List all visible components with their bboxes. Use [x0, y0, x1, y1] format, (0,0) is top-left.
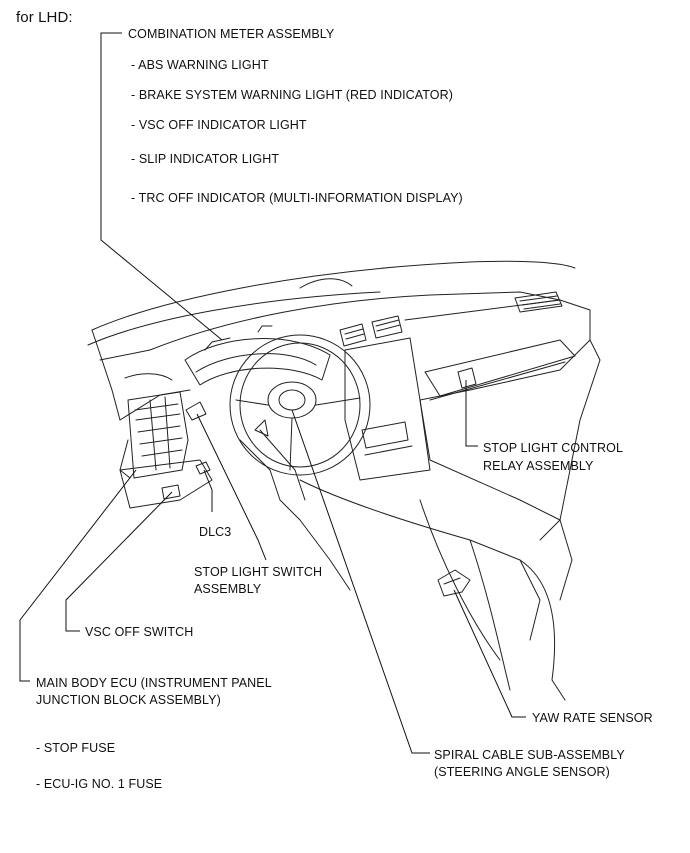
steering-column — [239, 439, 351, 591]
trc-off-indicator-label: - TRC OFF INDICATOR (MULTI-INFORMATION D… — [131, 191, 463, 205]
leader-yaw-rate-sensor — [453, 589, 526, 718]
spiral-cable-label-line2: (STEERING ANGLE SENSOR) — [434, 765, 610, 779]
leader-spiral-cable — [291, 409, 430, 754]
stop-light-relay-body — [457, 367, 477, 389]
stop-fuse-label: - STOP FUSE — [36, 741, 116, 755]
leader-dlc3 — [203, 469, 213, 512]
junction-block — [127, 391, 189, 479]
diagram-subtitle: for LHD: — [16, 9, 73, 26]
vsc-off-indicator-label: - VSC OFF INDICATOR LIGHT — [131, 118, 307, 132]
steering-wheel-outer — [229, 334, 371, 476]
meter-hood — [184, 338, 331, 386]
combination-meter-label: COMBINATION METER ASSEMBLY — [128, 27, 335, 41]
stop-light-control-label-line2: RELAY ASSEMBLY — [483, 459, 594, 473]
leader-main-body-ecu — [19, 469, 137, 682]
leader-stop-light-relay — [465, 380, 478, 447]
vsc-off-switch-body — [161, 484, 181, 500]
center-vent-right — [371, 315, 403, 339]
glove-box — [424, 339, 576, 397]
spiral-cable-label-line1: SPIRAL CABLE SUB-ASSEMBLY — [434, 748, 625, 762]
vsc-off-switch-label: VSC OFF SWITCH — [85, 625, 194, 639]
leader-vsc-off-switch — [65, 491, 173, 632]
steering-hub — [267, 381, 317, 419]
stop-light-control-label-line1: STOP LIGHT CONTROL — [483, 441, 624, 455]
leader-stop-light-switch — [196, 413, 267, 561]
center-console — [344, 337, 431, 481]
center-vent-left — [339, 323, 367, 347]
ecu-ig-fuse-label: - ECU-IG NO. 1 FUSE — [36, 777, 163, 791]
right-vent — [514, 291, 563, 313]
main-body-ecu-label-line1: MAIN BODY ECU (INSTRUMENT PANEL — [36, 676, 272, 690]
yaw-rate-sensor-label: YAW RATE SENSOR — [532, 711, 653, 725]
stop-light-switch-label-line2: ASSEMBLY — [194, 582, 262, 596]
slip-indicator-label: - SLIP INDICATOR LIGHT — [131, 152, 280, 166]
dlc3-port — [195, 461, 211, 475]
abs-warning-light-label: - ABS WARNING LIGHT — [131, 58, 269, 72]
windshield-line — [91, 260, 576, 331]
left-pillar — [91, 329, 121, 421]
yaw-rate-sensor-body — [437, 569, 471, 597]
stop-light-switch-label-line1: STOP LIGHT SWITCH — [194, 565, 323, 579]
leader-combination-meter — [100, 32, 223, 341]
main-body-ecu-label-line2: JUNCTION BLOCK ASSEMBLY) — [36, 693, 221, 707]
dlc3-label: DLC3 — [199, 525, 232, 539]
brake-warning-light-label: - BRAKE SYSTEM WARNING LIGHT (RED INDICA… — [131, 88, 454, 102]
